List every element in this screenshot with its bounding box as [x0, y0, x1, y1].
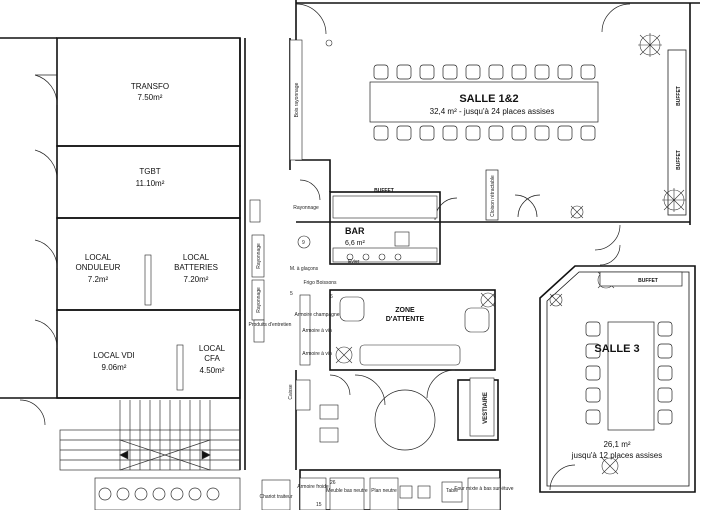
room-salle3: [539, 265, 696, 493]
salle3-buffet: [599, 271, 683, 287]
salle3-furniture: [585, 271, 683, 431]
room-zone-attente: [329, 289, 496, 371]
salle12-table: [369, 81, 599, 123]
bar-furniture: [297, 195, 438, 263]
room-vdi-cfa: [56, 309, 241, 399]
room-tgbt: [56, 145, 241, 219]
salle12-buffet: [667, 49, 687, 216]
doors: [19, 3, 631, 491]
storage: [144, 199, 339, 443]
kitchen-units: [261, 477, 501, 510]
salle3-table: [607, 321, 655, 431]
room-bar: [329, 191, 441, 265]
bois-rayonnage: [289, 39, 303, 161]
salle12-furniture: [289, 39, 687, 221]
zone-furniture: [339, 296, 495, 437]
room-transfo: [56, 37, 241, 147]
cloison-retractable: [485, 169, 499, 221]
stairs: [59, 400, 241, 510]
